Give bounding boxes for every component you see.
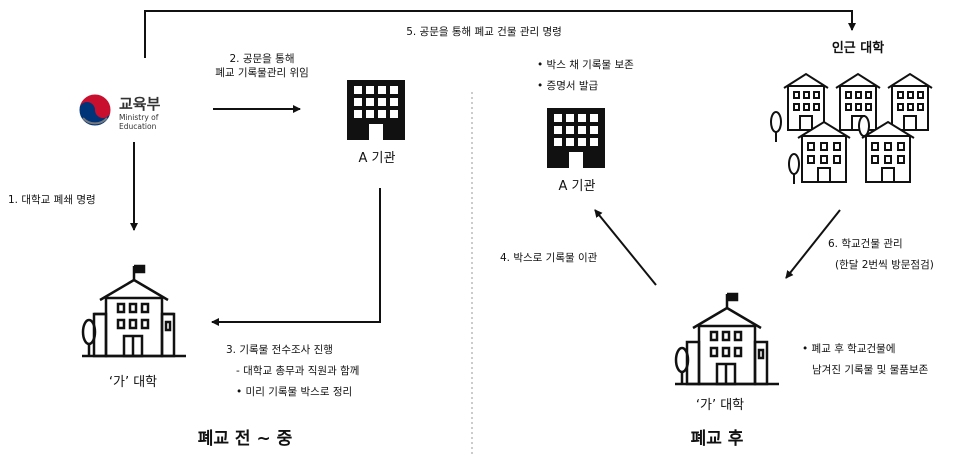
phase-before-label: 폐교 전 ~ 중 — [197, 429, 293, 449]
ministry-name: 교육부 — [119, 95, 161, 113]
arrow-step-4 — [594, 209, 657, 286]
arrow-step-3 — [211, 188, 381, 326]
step-2-line1: 2. 공문을 통해 — [229, 53, 295, 65]
after-note-line2: 남겨진 기록물 및 물품보존 — [812, 364, 929, 376]
step-2-line2: 폐교 기록물관리 위임 — [215, 67, 309, 79]
campus-cluster-icon — [770, 72, 933, 184]
univ-ga-right-label: ‘가’ 대학 — [695, 398, 745, 413]
nearby-univ-label: 인근 대학 — [831, 41, 885, 56]
school-building-icon — [81, 264, 186, 358]
univ-ga-left-label: ‘가’ 대학 — [108, 375, 158, 390]
school-building-icon — [674, 292, 779, 386]
step-3-title: 3. 기록물 전수조사 진행 — [226, 344, 333, 356]
arrow-step-5 — [144, 10, 856, 58]
ministry-logo: 교육부 Ministry of Education — [77, 92, 197, 131]
office-building-icon — [547, 108, 605, 168]
after-note-line1: • 폐교 후 학교건물에 — [802, 343, 896, 355]
arrow-step-6 — [785, 209, 841, 279]
office-building-icon — [347, 80, 405, 140]
phase-after-label: 폐교 후 — [690, 429, 744, 449]
taegeuk-icon — [78, 93, 112, 127]
step-6-line1: 6. 학교건물 관리 — [828, 238, 903, 250]
agency-note-2: • 증명서 발급 — [537, 80, 599, 92]
step-6-line2: (한달 2번씩 방문점검) — [835, 259, 934, 271]
step-4-label: 4. 박스로 기록물 이관 — [500, 252, 598, 264]
step-3-item-1: - 대학교 총무과 직원과 함께 — [236, 365, 360, 377]
step-1-label: 1. 대학교 폐쇄 명령 — [8, 194, 96, 206]
agency-a-left-label: A 기관 — [358, 151, 396, 166]
agency-note-1: • 박스 채 기록물 보존 — [537, 59, 634, 71]
step-5-label: 5. 공문을 통해 폐교 건물 관리 명령 — [406, 26, 562, 38]
ministry-name-en: Ministry of Education — [119, 113, 159, 131]
agency-a-right-label: A 기관 — [558, 179, 596, 194]
step-3-item-2: • 미리 기록물 박스로 정리 — [236, 386, 353, 398]
